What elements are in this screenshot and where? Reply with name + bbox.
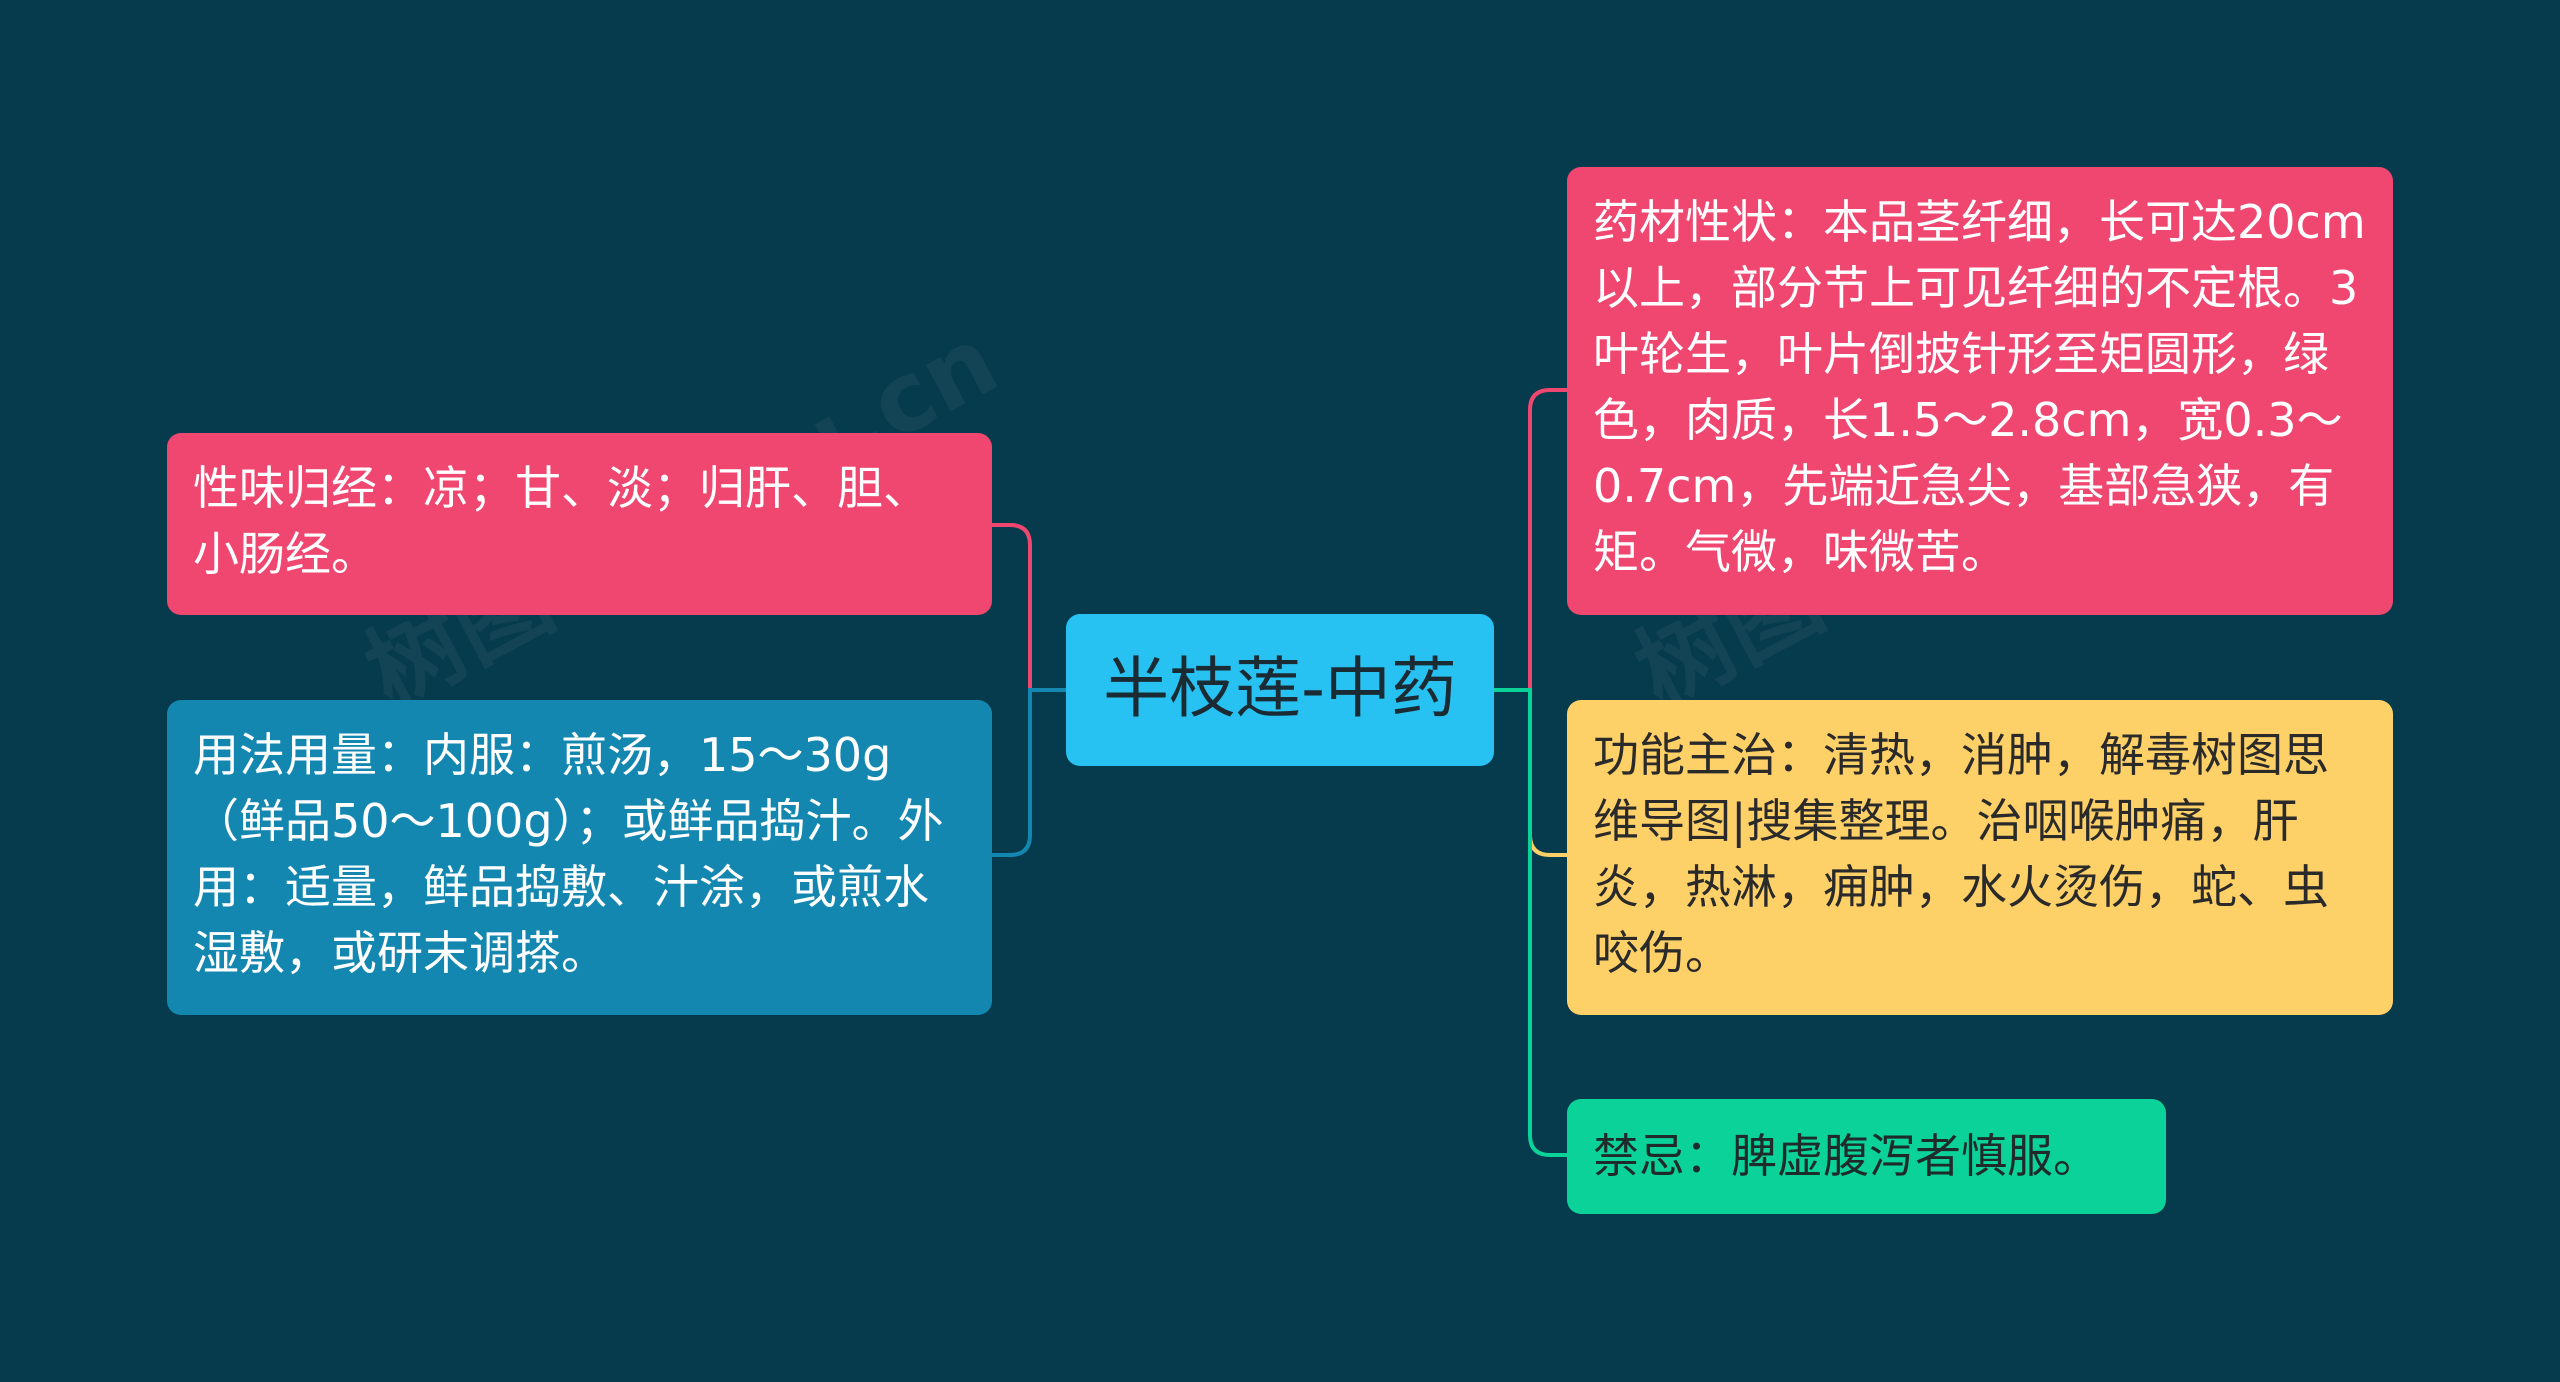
connector-right-gongneng [1494,688,1567,857]
node-yaocai[interactable]: 药材性状：本品茎纤细，长可达20cm以上，部分节上可见纤细的不定根。3叶轮生，叶… [1567,167,2393,615]
node-xingwei[interactable]: 性味归经：凉；甘、淡；归肝、胆、小肠经。 [167,433,992,615]
node-gongneng[interactable]: 功能主治：清热，消肿，解毒树图思维导图|搜集整理。治咽喉肿痛，肝炎，热淋，痈肿，… [1567,700,2393,1015]
node-gongneng-text: 功能主治：清热，消肿，解毒树图思维导图|搜集整理。治咽喉肿痛，肝炎，热淋，痈肿，… [1593,728,2329,980]
node-xingwei-text: 性味归经：凉；甘、淡；归肝、胆、小肠经。 [193,461,929,581]
node-jinji-text: 禁忌：脾虚腹泻者慎服。 [1593,1129,2099,1183]
connector-left-yongfa [992,688,1066,857]
connector-right-jinji [1494,688,1567,1157]
node-yongfa-text: 用法用量：内服：煎汤，15～30g（鲜品50～100g）；或鲜品捣汁。外用：适量… [193,728,944,980]
connector-right-yaocai [1494,388,1567,692]
node-jinji[interactable]: 禁忌：脾虚腹泻者慎服。 [1567,1099,2166,1214]
central-topic-label: 半枝莲-中药 [1103,650,1457,727]
node-yongfa[interactable]: 用法用量：内服：煎汤，15～30g（鲜品50～100g）；或鲜品捣汁。外用：适量… [167,700,992,1015]
central-topic[interactable]: 半枝莲-中药 [1066,614,1494,766]
connector-left-xingwei [992,523,1066,692]
node-yaocai-text: 药材性状：本品茎纤细，长可达20cm以上，部分节上可见纤细的不定根。3叶轮生，叶… [1593,195,2366,579]
